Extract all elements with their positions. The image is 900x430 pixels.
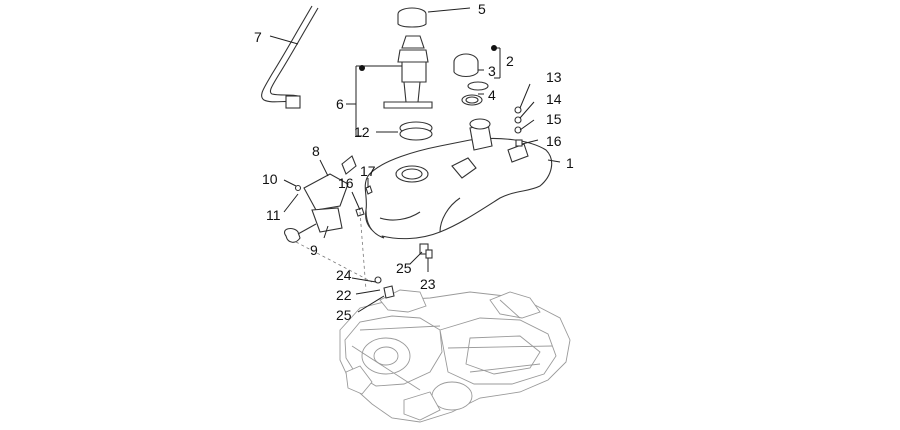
callout-5: 5: [478, 1, 486, 17]
callout-2: 2: [506, 53, 514, 69]
callout-17: 17: [360, 163, 376, 179]
callout-24: 24: [336, 267, 352, 283]
callout-12: 12: [354, 124, 370, 140]
reference-line: [295, 241, 373, 283]
fuel-cap-assembly: [453, 53, 489, 106]
callout-25-bottom: 25: [336, 307, 352, 323]
callout-13: 13: [546, 69, 562, 85]
fuel-level-sender: [284, 155, 357, 243]
callout-7: 7: [254, 29, 262, 45]
reference-line: [359, 211, 367, 291]
callout-16-right: 16: [546, 133, 562, 149]
callout-14: 14: [546, 91, 562, 107]
callout-4: 4: [488, 87, 496, 103]
fuel-pump-assembly: [383, 7, 433, 141]
callout-23: 23: [420, 276, 436, 292]
callout-labels: 1 2 3 4 5 6 7 8 9 10 11 12 13 14 15 16 1…: [254, 1, 574, 323]
callout-3: 3: [488, 63, 496, 79]
callout-bullet: [491, 45, 497, 51]
callout-11: 11: [266, 207, 281, 223]
callout-bullet: [359, 65, 365, 71]
callout-16-left: 16: [338, 175, 354, 191]
small-hardware: [355, 106, 523, 299]
callout-15: 15: [546, 111, 562, 127]
callout-10: 10: [262, 171, 278, 187]
fuel-hose: [261, 5, 319, 109]
callout-25-top: 25: [396, 260, 412, 276]
callout-6: 6: [336, 96, 344, 112]
callout-1: 1: [566, 155, 574, 171]
engine-assembly: [339, 289, 571, 423]
callout-22: 22: [336, 287, 352, 303]
callout-8: 8: [312, 143, 320, 159]
callout-9: 9: [310, 242, 318, 258]
leader-lines: [269, 7, 561, 313]
fuel-tank: [364, 118, 553, 240]
